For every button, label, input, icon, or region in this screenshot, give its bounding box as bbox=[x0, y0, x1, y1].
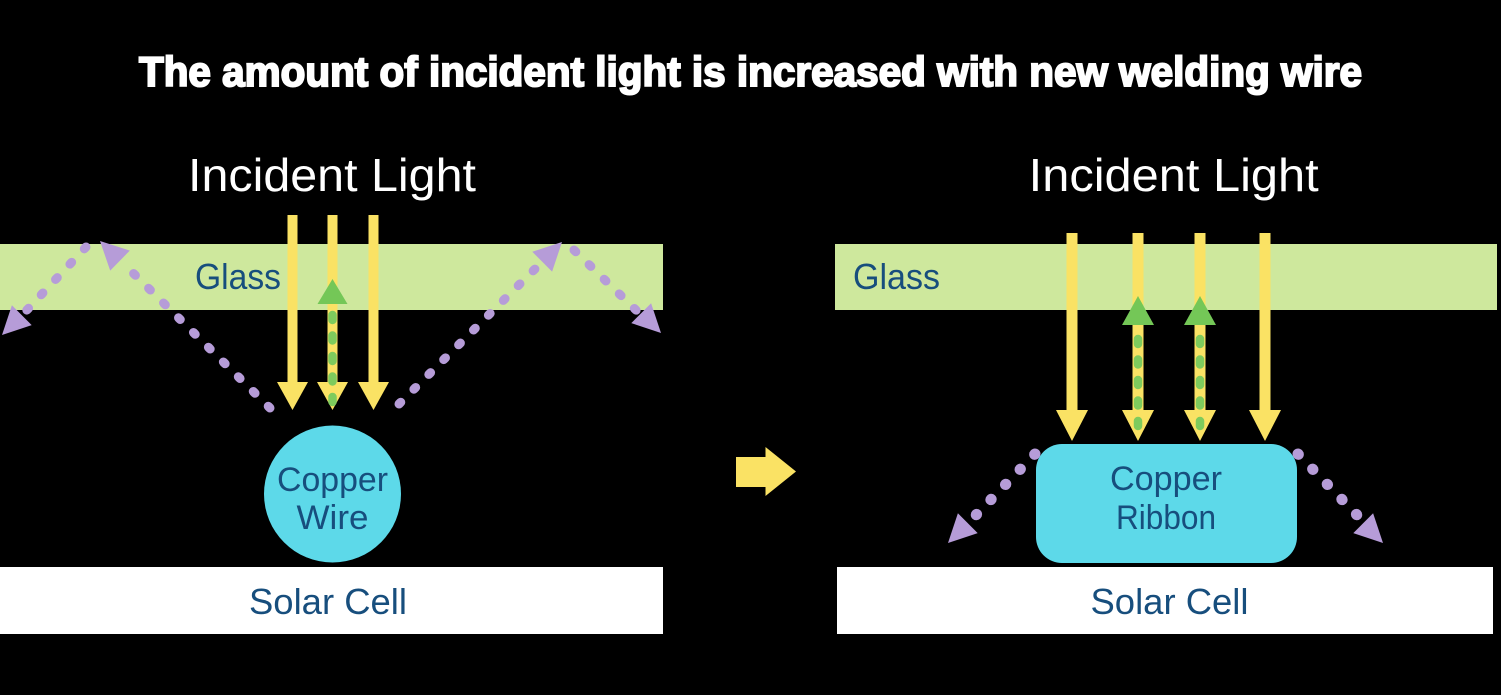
svg-text:Solar Cell: Solar Cell bbox=[1091, 581, 1249, 622]
svg-text:Glass: Glass bbox=[195, 256, 281, 297]
svg-text:Incident Light: Incident Light bbox=[188, 149, 476, 201]
svg-text:The amount of incident light i: The amount of incident light is increase… bbox=[139, 48, 1362, 95]
svg-text:Incident Light: Incident Light bbox=[1029, 149, 1319, 201]
svg-text:Wire: Wire bbox=[297, 499, 369, 537]
svg-text:Copper: Copper bbox=[277, 461, 388, 499]
svg-text:Ribbon: Ribbon bbox=[1116, 499, 1216, 537]
svg-text:Solar Cell: Solar Cell bbox=[249, 581, 407, 622]
svg-text:Copper: Copper bbox=[1110, 460, 1222, 498]
svg-text:Glass: Glass bbox=[853, 256, 940, 297]
